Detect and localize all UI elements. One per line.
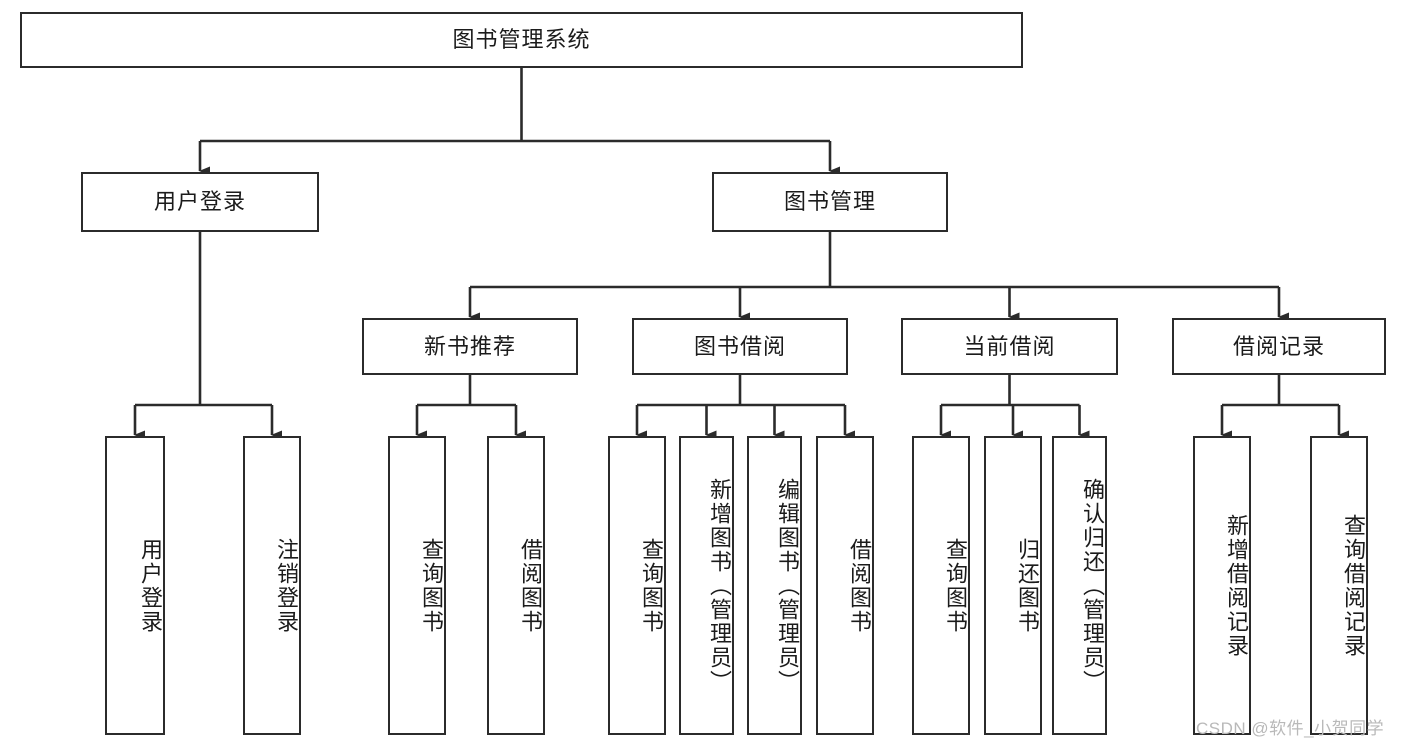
node-label: 编辑图书（管理员）: [775, 477, 800, 694]
node-book-manage[interactable]: 图书管理: [712, 172, 948, 232]
node-label: 新书推荐: [423, 333, 516, 359]
node-label: 注销登录: [274, 537, 299, 634]
csdn-watermark: CSDN @软件_小贺同学: [1196, 719, 1385, 738]
node-new-book-recommend[interactable]: 新书推荐: [362, 318, 578, 375]
node-leaf-add-book[interactable]: 新增图书（管理员）: [679, 436, 734, 735]
node-label: 确认归还（管理员）: [1080, 477, 1105, 694]
node-label: 借阅图书: [518, 537, 543, 634]
node-user-login[interactable]: 用户登录: [81, 172, 319, 232]
node-label: 借阅图书: [847, 537, 872, 634]
node-leaf-borrow-book-2[interactable]: 借阅图书: [816, 436, 874, 735]
node-leaf-query-book-3[interactable]: 查询图书: [912, 436, 970, 735]
node-label: 用户登录: [138, 537, 163, 634]
node-leaf-logout[interactable]: 注销登录: [243, 436, 301, 735]
node-borrow-record[interactable]: 借阅记录: [1172, 318, 1386, 375]
node-label: 图书管理系统: [452, 27, 591, 53]
node-label: 查询图书: [943, 537, 968, 634]
node-leaf-return-book[interactable]: 归还图书: [984, 436, 1042, 735]
node-label: 图书借阅: [693, 333, 786, 359]
node-leaf-add-borrow-record[interactable]: 新增借阅记录: [1193, 436, 1251, 735]
node-root[interactable]: 图书管理系统: [20, 12, 1023, 68]
node-label: 查询图书: [419, 537, 444, 634]
node-label: 查询图书: [639, 537, 664, 634]
node-current-borrow[interactable]: 当前借阅: [901, 318, 1118, 375]
node-label: 用户登录: [153, 189, 246, 215]
node-leaf-query-borrow-record[interactable]: 查询借阅记录: [1310, 436, 1368, 735]
node-leaf-edit-book[interactable]: 编辑图书（管理员）: [747, 436, 802, 735]
node-label: 当前借阅: [963, 333, 1056, 359]
node-leaf-borrow-book-1[interactable]: 借阅图书: [487, 436, 545, 735]
node-label: 新增借阅记录: [1224, 513, 1249, 658]
node-book-borrow[interactable]: 图书借阅: [632, 318, 848, 375]
node-leaf-query-book-1[interactable]: 查询图书: [388, 436, 446, 735]
node-label: 新增图书（管理员）: [707, 477, 732, 694]
node-label: 查询借阅记录: [1341, 513, 1366, 658]
node-leaf-query-book-2[interactable]: 查询图书: [608, 436, 666, 735]
node-leaf-user-login[interactable]: 用户登录: [105, 436, 165, 735]
node-label: 归还图书: [1015, 537, 1040, 634]
node-label: 借阅记录: [1232, 333, 1325, 359]
node-leaf-confirm-return[interactable]: 确认归还（管理员）: [1052, 436, 1107, 735]
node-label: 图书管理: [783, 189, 876, 215]
